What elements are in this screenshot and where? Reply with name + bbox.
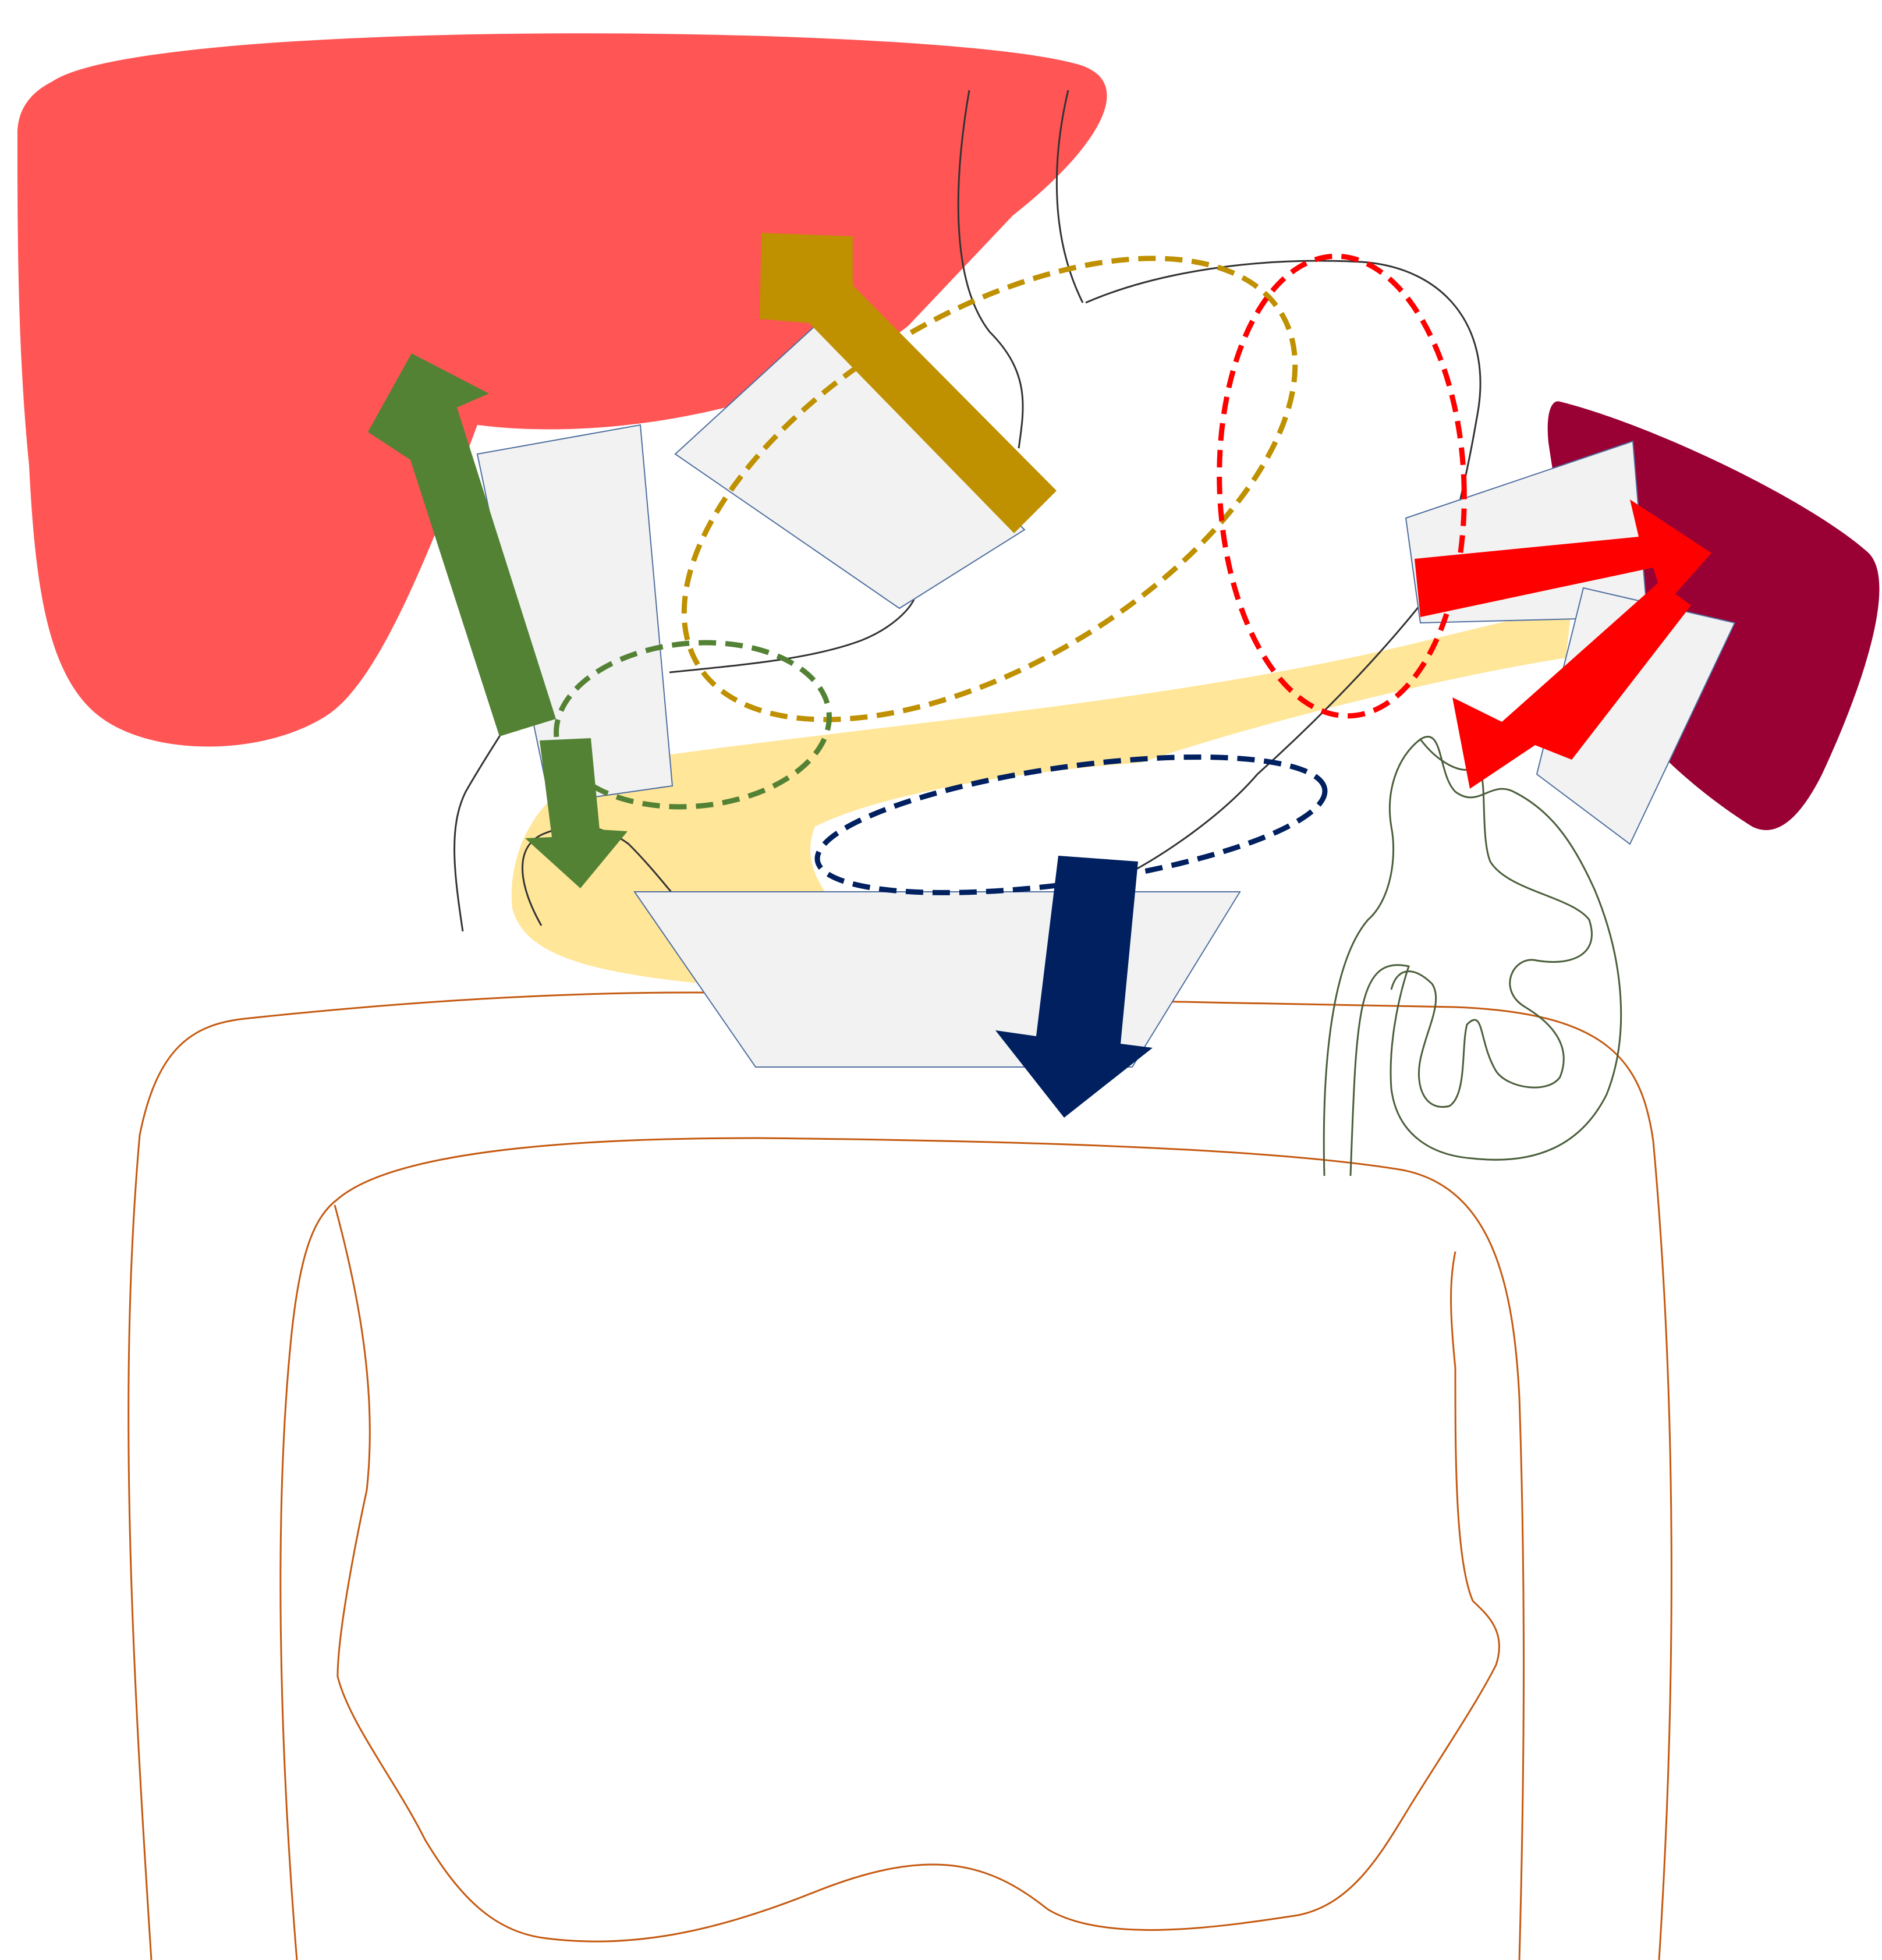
panel-bottom <box>635 892 1240 1067</box>
colon-outline <box>129 993 1672 1960</box>
vessel-line-5 <box>455 704 518 931</box>
small-bowel-outline <box>281 1138 1524 1960</box>
red-dashed-ellipse <box>1211 252 1472 720</box>
